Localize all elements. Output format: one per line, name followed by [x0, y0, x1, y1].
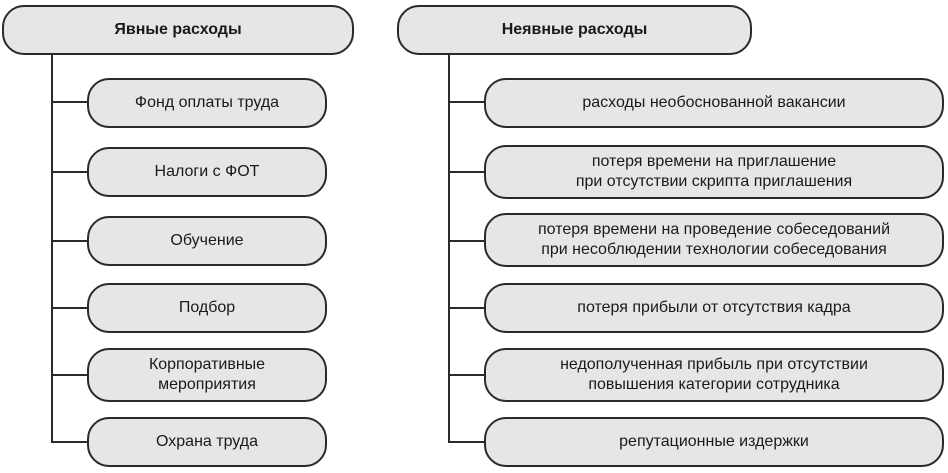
- implicit-cost-item: потеря прибыли от отсутствия кадра: [484, 283, 944, 333]
- explicit-cost-item: Подбор: [87, 283, 327, 333]
- explicit-cost-item: Фонд оплаты труда: [87, 78, 327, 128]
- implicit-branch-line: [448, 240, 485, 242]
- explicit-costs-header: Явные расходы: [2, 5, 354, 55]
- explicit-cost-item: Корпоративные мероприятия: [87, 348, 327, 402]
- implicit-cost-label: потеря прибыли от отсутствия кадра: [577, 299, 851, 316]
- explicit-branch-line: [51, 307, 88, 309]
- implicit-cost-item: недополученная прибыль при отсутствии по…: [484, 348, 944, 402]
- explicit-branch-line: [51, 441, 88, 443]
- implicit-cost-label: недополученная прибыль при отсутствии по…: [560, 356, 868, 393]
- implicit-trunk-line: [448, 55, 450, 443]
- explicit-cost-label: Охрана труда: [156, 433, 258, 450]
- implicit-cost-item: потеря времени на проведение собеседован…: [484, 213, 944, 267]
- implicit-costs-header: Неявные расходы: [397, 5, 752, 55]
- implicit-branch-line: [448, 171, 485, 173]
- implicit-branch-line: [448, 101, 485, 103]
- implicit-branch-line: [448, 374, 485, 376]
- explicit-cost-item: Обучение: [87, 216, 327, 266]
- explicit-cost-label: Налоги с ФОТ: [154, 163, 260, 180]
- explicit-cost-label: Фонд оплаты труда: [134, 94, 280, 111]
- implicit-cost-label: репутационные издержки: [619, 433, 809, 450]
- explicit-branch-line: [51, 240, 88, 242]
- explicit-cost-label: Обучение: [170, 232, 244, 249]
- explicit-cost-item: Налоги с ФОТ: [87, 147, 327, 197]
- explicit-branch-line: [51, 374, 88, 376]
- implicit-cost-label: потеря времени на проведение собеседован…: [537, 221, 891, 258]
- explicit-branch-line: [51, 171, 88, 173]
- implicit-branch-line: [448, 441, 485, 443]
- explicit-cost-label: Подбор: [178, 299, 236, 316]
- explicit-trunk-line: [51, 55, 53, 443]
- implicit-cost-item: потеря времени на приглашение при отсутс…: [484, 145, 944, 199]
- explicit-costs-title: Явные расходы: [114, 21, 242, 38]
- implicit-cost-label: потеря времени на приглашение при отсутс…: [575, 153, 853, 190]
- implicit-cost-item: расходы необоснованной вакансии: [484, 78, 944, 128]
- implicit-cost-item: репутационные издержки: [484, 417, 944, 467]
- implicit-cost-label: расходы необоснованной вакансии: [582, 94, 846, 111]
- explicit-cost-label: Корпоративные мероприятия: [148, 356, 266, 393]
- implicit-branch-line: [448, 307, 485, 309]
- explicit-cost-item: Охрана труда: [87, 417, 327, 467]
- implicit-costs-title: Неявные расходы: [501, 21, 648, 38]
- explicit-branch-line: [51, 101, 88, 103]
